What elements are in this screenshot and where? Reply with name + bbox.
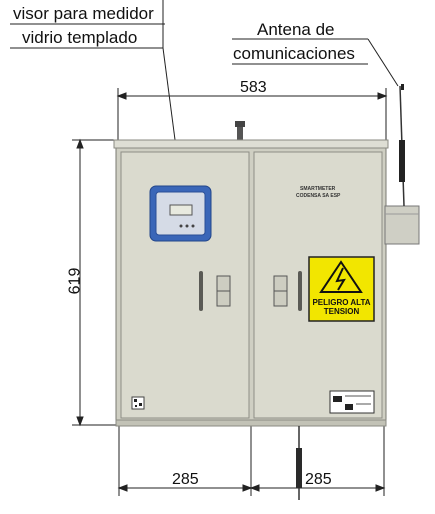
left-door-dimension-label: 285 xyxy=(172,471,199,488)
lightning-bolt-icon xyxy=(335,267,346,291)
meter-window-callout-line2: vidrio templado xyxy=(22,28,138,47)
width-dimension-label: 583 xyxy=(240,79,267,96)
top-lifting-eye xyxy=(235,121,245,144)
antenna-callout-leader xyxy=(232,38,399,87)
nameplate-line2: CODENSA SA ESP xyxy=(296,193,341,199)
antenna-callout-line1: Antena de xyxy=(257,20,335,39)
warning-sign xyxy=(308,256,375,322)
warning-triangle-icon xyxy=(319,260,363,293)
qr-emblem-icon xyxy=(131,396,145,410)
left-door-handle xyxy=(199,271,231,311)
right-door-dimension-label: 285 xyxy=(305,471,332,488)
antenna-callout-line2: comunicaciones xyxy=(233,44,355,63)
antenna xyxy=(399,84,405,207)
dimension-doors xyxy=(117,425,386,496)
antenna-housing xyxy=(384,205,420,245)
warning-sign-line2: TENSION xyxy=(323,307,360,316)
warning-sign-line1: PELIGRO ALTA xyxy=(312,298,371,307)
height-dimension-label: 619 xyxy=(66,267,84,295)
dimension-width xyxy=(116,88,388,150)
right-door-handle xyxy=(273,271,302,311)
meter-window xyxy=(149,185,212,242)
bottom-cable xyxy=(296,426,302,500)
meter-window-callout-line1: visor para medidor xyxy=(13,4,154,23)
rating-label xyxy=(329,390,375,414)
nameplate-line1: SMARTMETER xyxy=(300,186,336,192)
